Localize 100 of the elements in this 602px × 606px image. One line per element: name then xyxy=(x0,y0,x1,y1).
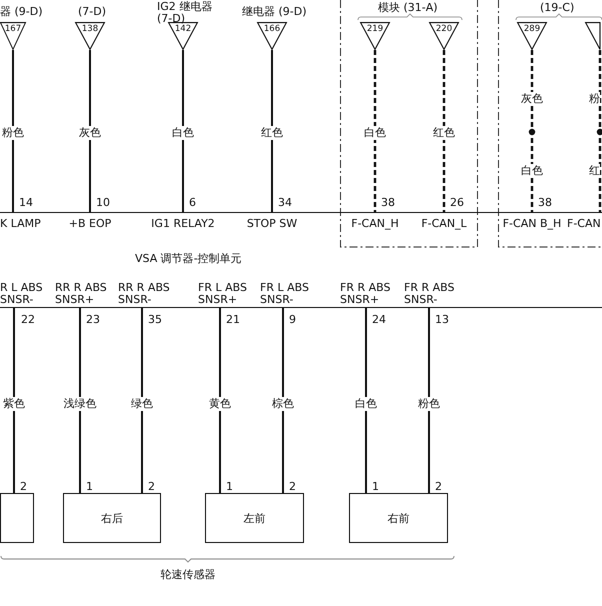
pin-number: 22 xyxy=(21,314,35,326)
signal-name: RR R ABS SNSR- xyxy=(118,282,171,306)
pin-number: 38 xyxy=(381,197,395,209)
signal-name: FR L ABS SNSR- xyxy=(260,282,310,306)
group-label: 轮速传感器 xyxy=(160,569,216,581)
pin-number: 6 xyxy=(189,197,196,209)
wire xyxy=(365,308,367,493)
connector-triangle xyxy=(0,22,26,50)
pin-number: 1 xyxy=(86,481,93,493)
signal-name: F-CAN_H xyxy=(351,218,399,230)
wire-color-label: 红色 xyxy=(261,126,283,140)
pin-number: 2 xyxy=(148,481,155,493)
terminal-number: 220 xyxy=(434,24,454,34)
wire-color-label: 绿色 xyxy=(131,397,153,411)
pin-number: 23 xyxy=(86,314,100,326)
wire-color-label: 灰色 xyxy=(521,92,543,106)
wire xyxy=(219,308,221,493)
pin-number: 2 xyxy=(20,481,27,493)
signal-name: FR R ABS SNSR- xyxy=(404,282,456,306)
wire xyxy=(428,308,430,493)
pin-number: 1 xyxy=(372,481,379,493)
sensor-box xyxy=(63,493,161,543)
wire-color-label: 黄色 xyxy=(209,397,231,411)
sensor-box xyxy=(349,493,448,543)
sensor-name: 右前 xyxy=(388,510,410,526)
connector-label: (7-D) xyxy=(78,6,108,18)
wire xyxy=(141,308,143,493)
wire-color-label: 粉 xyxy=(589,92,600,106)
sensor-box xyxy=(0,493,34,543)
wire xyxy=(442,50,446,212)
sensor-box xyxy=(205,493,304,543)
signal-name: K LAMP xyxy=(0,218,41,230)
wire xyxy=(182,50,184,212)
signal-name: F-CAN xyxy=(567,218,601,230)
wire xyxy=(89,50,91,212)
wire xyxy=(13,308,15,493)
signal-name: RR R ABS SNSR+ xyxy=(55,282,108,306)
connector-label: IG2 继电器 (7-D) xyxy=(157,1,214,25)
signal-name: FR L ABS SNSR+ xyxy=(198,282,248,306)
module-outline xyxy=(340,0,478,248)
wire-color-label: 紫色 xyxy=(3,397,25,411)
wire-color-label: 红色 xyxy=(433,126,455,140)
connector-triangle xyxy=(517,22,547,50)
pin-number: 24 xyxy=(372,314,386,326)
signal-name: F-CAN B_H xyxy=(502,218,562,230)
wire-color-label: 白色 xyxy=(521,164,543,178)
control-unit-band xyxy=(0,212,602,308)
wire-color-label: 粉色 xyxy=(2,126,24,140)
terminal-number: 142 xyxy=(174,24,192,34)
pin-number: 2 xyxy=(435,481,442,493)
wire xyxy=(598,50,602,212)
module-title: (19-C) xyxy=(540,2,574,14)
wire-color-label: 红 xyxy=(589,164,600,178)
sensor-name: 左前 xyxy=(244,510,266,526)
connector-triangle xyxy=(585,22,600,50)
wire xyxy=(374,50,376,212)
pin-number: 2 xyxy=(289,481,296,493)
connector-label: 器 (9-D) xyxy=(0,6,44,18)
connector-label: 继电器 (9-D) xyxy=(242,6,308,18)
wire xyxy=(79,308,81,493)
pin-number: 10 xyxy=(96,197,110,209)
connector-triangle xyxy=(257,22,287,50)
pin-number: 35 xyxy=(148,314,162,326)
connector-triangle xyxy=(429,22,459,50)
signal-name: FR R ABS SNSR+ xyxy=(340,282,392,306)
pin-number: 26 xyxy=(450,197,464,209)
connector-triangle xyxy=(360,22,390,50)
signal-name: R L ABS SNSR- xyxy=(0,282,44,306)
connector-triangle xyxy=(75,22,105,50)
terminal-number: 166 xyxy=(262,24,282,34)
unit-title: VSA 调节器-控制单元 xyxy=(135,251,242,266)
terminal-number: 138 xyxy=(80,24,100,34)
wire xyxy=(271,50,273,212)
signal-name: IG1 RELAY2 xyxy=(151,218,215,230)
signal-name: F-CAN_L xyxy=(421,218,467,230)
signal-name: STOP SW xyxy=(246,218,298,230)
module-title: 模块 (31-A) xyxy=(378,2,438,14)
sensor-name: 右后 xyxy=(101,510,123,526)
pin-number: 21 xyxy=(226,314,240,326)
pin-number: 14 xyxy=(19,197,33,209)
terminal-number: 219 xyxy=(366,24,384,34)
terminal-number: 289 xyxy=(522,24,542,34)
wire-color-label: 白色 xyxy=(355,397,377,411)
wire-color-label: 白色 xyxy=(172,126,194,140)
signal-name: +B EOP xyxy=(68,218,112,230)
pin-number: 38 xyxy=(538,197,552,209)
pin-number: 34 xyxy=(278,197,292,209)
wire-color-label: 粉色 xyxy=(418,397,440,411)
pin-number: 1 xyxy=(226,481,233,493)
module-outline xyxy=(498,0,602,248)
wire-color-label: 白色 xyxy=(364,126,386,140)
connector-triangle xyxy=(168,22,198,50)
wire xyxy=(282,308,284,493)
terminal-number: 167 xyxy=(4,24,22,34)
pin-number: 13 xyxy=(435,314,449,326)
wire xyxy=(12,50,14,212)
wire xyxy=(530,50,534,212)
wire-color-label: 浅绿色 xyxy=(64,397,96,411)
pin-number: 9 xyxy=(289,314,296,326)
wire-color-label: 棕色 xyxy=(272,397,294,411)
